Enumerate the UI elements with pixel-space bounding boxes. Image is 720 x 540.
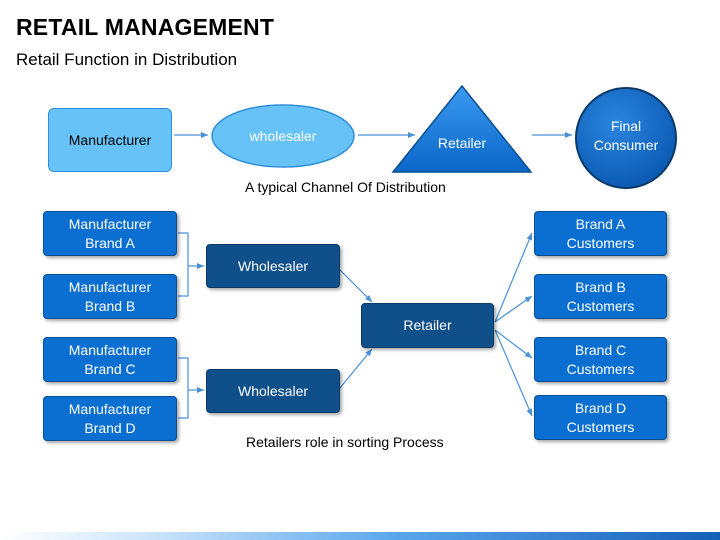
wholesaler-label-node: wholesaler — [212, 124, 354, 148]
brand-d-customers-label: Brand D Customers — [566, 399, 635, 435]
retailer-box-label: Retailer — [403, 317, 452, 333]
brand-d-customers: Brand D Customers — [534, 395, 667, 440]
wholesaler-2: Wholesaler — [206, 369, 340, 413]
arrow-retailer-to-brand-b — [494, 295, 533, 323]
manufacturer-brand-c: Manufacturer Brand C — [43, 337, 177, 382]
retailer-box: Retailer — [361, 303, 494, 348]
bracket-cd — [178, 357, 189, 419]
manufacturer-brand-c-label: Manufacturer Brand C — [68, 341, 152, 377]
arrow-retailer-to-brand-a — [494, 232, 533, 323]
manufacturer-label: Manufacturer — [68, 131, 152, 148]
sorting-caption: Retailers role in sorting Process — [246, 434, 444, 450]
manufacturer-brand-a-label: Manufacturer Brand A — [68, 215, 152, 251]
wholesaler-2-label: Wholesaler — [237, 382, 309, 399]
manufacturer-brand-d-label: Manufacturer Brand D — [68, 400, 152, 436]
wholesaler-1: Wholesaler — [206, 244, 340, 288]
bracket-ab — [178, 232, 189, 297]
brand-a-customers: Brand A Customers — [534, 211, 667, 256]
brand-b-customers-label: Brand B Customers — [566, 278, 635, 314]
page-title: RETAIL MANAGEMENT — [16, 14, 275, 40]
retailer-label-node: Retailer — [410, 132, 514, 154]
brand-c-customers: Brand C Customers — [534, 337, 667, 382]
consumer-label: Final Consumer — [593, 118, 659, 153]
retailer-label: Retailer — [437, 134, 487, 151]
arrow-wholesaler1-to-retailer — [339, 269, 373, 303]
manufacturer-brand-d: Manufacturer Brand D — [43, 396, 177, 441]
manufacturer-brand-b-label: Manufacturer Brand B — [68, 278, 152, 314]
manufacturer-node: Manufacturer — [48, 108, 172, 172]
wholesaler-1-label: Wholesaler — [237, 257, 309, 274]
distribution-caption: A typical Channel Of Distribution — [245, 179, 446, 195]
footer-gradient-bar — [0, 532, 720, 540]
wholesaler-label: wholesaler — [249, 127, 317, 144]
arrow-retailer-to-brand-c — [494, 329, 533, 359]
page-subtitle: Retail Function in Distribution — [16, 50, 238, 69]
wholesaler-ellipse — [211, 104, 355, 168]
arrow-retailer-to-brand-d — [494, 329, 533, 417]
brand-c-customers-label: Brand C Customers — [566, 341, 635, 377]
manufacturer-brand-a: Manufacturer Brand A — [43, 211, 177, 256]
consumer-label-node: Final Consumer — [580, 116, 672, 156]
retailer-triangle — [391, 84, 533, 173]
brand-b-customers: Brand B Customers — [534, 274, 667, 319]
consumer-circle — [575, 87, 677, 189]
arrow-wholesaler2-to-retailer — [339, 348, 373, 389]
manufacturer-brand-b: Manufacturer Brand B — [43, 274, 177, 319]
brand-a-customers-label: Brand A Customers — [566, 215, 635, 251]
